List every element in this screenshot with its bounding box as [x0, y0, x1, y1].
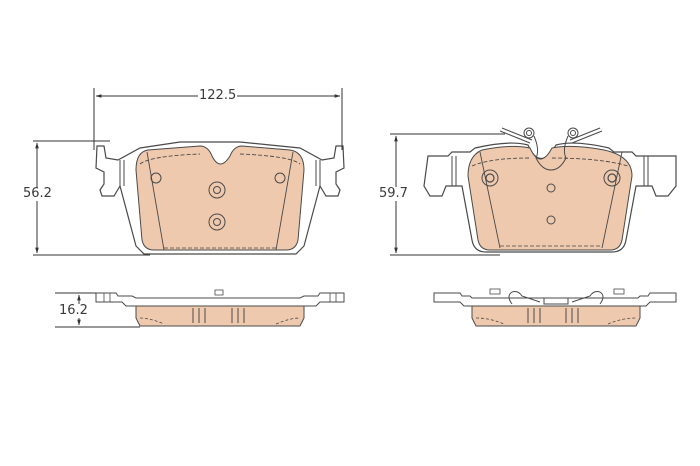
outer-pad-friction-material — [467, 145, 633, 251]
inner-pad-side-view — [95, 289, 345, 327]
spring-clip — [499, 127, 603, 171]
outer-pad-side-friction — [471, 305, 641, 327]
outer-pad-side-view — [433, 288, 677, 327]
outer-pad-front-view — [423, 127, 677, 253]
inner-pad-friction-material — [135, 145, 305, 251]
inner-height-label: 56.2 — [22, 186, 53, 201]
inner-pad-front-view — [95, 141, 345, 255]
width-label: 122.5 — [198, 88, 238, 103]
thickness-label: 16.2 — [58, 303, 89, 318]
outer-height-label: 59.7 — [378, 186, 409, 201]
inner-pad-side-friction — [135, 305, 305, 327]
